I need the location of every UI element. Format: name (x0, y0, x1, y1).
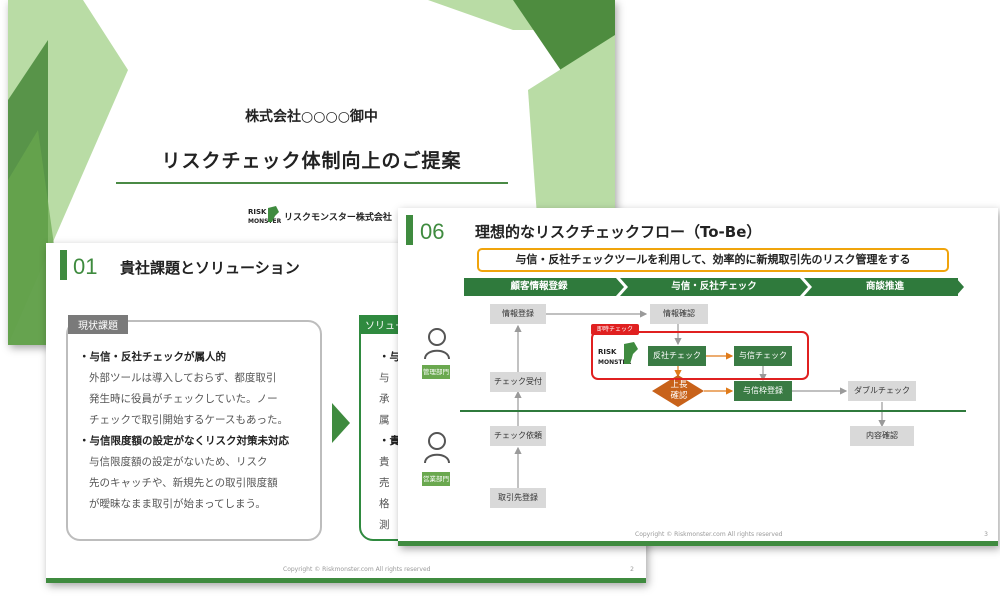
svg-text:RISK: RISK (248, 208, 267, 216)
phase-credit-check: 与信・反社チェック (628, 278, 800, 296)
cover-brand-name: リスクモンスター株式会社 (284, 213, 392, 223)
solution-line: 与 (379, 372, 390, 384)
issue-line: が曖昧なまま取引が始まってしまう。 (89, 498, 266, 510)
copyright: Copyright © Riskmonster.com All rights r… (283, 566, 431, 573)
sales-person-icon (424, 432, 450, 464)
current-issues-list: ・与信・反社チェックが属人的 外部ツールは導入しておらず、都度取引 発生時に役員… (79, 347, 319, 515)
svg-text:RISK: RISK (598, 348, 617, 356)
slide-title: 理想的なリスクチェックフロー（To-Be） (475, 223, 762, 241)
box-credit-check: 与信チェック (734, 346, 792, 366)
svg-text:MONSTER: MONSTER (248, 218, 282, 225)
issue-line: チェックで取引開始するケースもあった。 (89, 414, 288, 426)
box-double-check: ダブルチェック (848, 381, 916, 401)
issue-line: 発生時に役員がチェックしていた。ノー (89, 393, 278, 405)
page-number: 2 (630, 566, 634, 573)
solution-list: ・与 与 承 属 ・貴 貴 売 格 測 (379, 347, 409, 536)
instant-check-frame (591, 331, 809, 380)
solution-line: 測 (379, 519, 390, 531)
box-info-confirm: 情報確認 (650, 304, 708, 324)
admin-person-icon (424, 328, 450, 360)
cover-company: 株式会社○○○○御中 (245, 109, 378, 125)
decision-label-line: 確認 (670, 391, 688, 401)
solution-line: 格 (379, 498, 390, 510)
issue-line: 先のキャッチや、新規先との取引限度額 (89, 477, 278, 489)
page-number: 3 (984, 531, 988, 538)
issue-line: 外部ツールは導入しておらず、都度取引 (89, 372, 277, 384)
arrow-right-icon (332, 403, 350, 443)
solution-line: 売 (379, 477, 390, 489)
current-issues-tag: 現状課題 (68, 315, 128, 334)
section-marker (60, 250, 67, 280)
solution-line: ・貴 (379, 435, 400, 447)
flow-connectors (514, 310, 886, 488)
cover-divider (116, 182, 508, 184)
footer-bar (398, 541, 998, 546)
footer-bar (46, 578, 646, 583)
solution-line: 貴 (379, 456, 390, 468)
cover-title: リスクチェック体制向上のご提案 (161, 150, 462, 172)
slide-title: 貴社課題とソリューション (120, 259, 300, 277)
box-credit-limit-register: 与信枠登録 (734, 381, 792, 401)
role-sales: 営業部門 (422, 472, 450, 486)
flow-slide: 06 理想的なリスクチェックフロー（To-Be） 与信・反社チェックツールを利用… (398, 208, 998, 546)
copyright: Copyright © Riskmonster.com All rights r… (635, 531, 783, 538)
box-info-register: 情報登録 (490, 304, 546, 324)
box-client-register: 取引先登録 (490, 488, 546, 508)
phase-customer-registration: 顧客情報登録 (464, 278, 614, 296)
decision-label-line: 上長 (670, 380, 688, 390)
solution-line: 承 (379, 393, 390, 405)
current-issues-panel (66, 320, 322, 541)
solution-line: 属 (379, 414, 390, 426)
risk-monster-logo-icon: RISK MONSTER (598, 342, 638, 366)
role-admin: 管理部門 (422, 365, 450, 379)
issue-line: 与信限度額の設定がないため、リスク (89, 456, 268, 468)
section-number: 06 (420, 219, 445, 244)
phase-negotiation: 商談推進 (812, 278, 958, 296)
goal-banner: 与信・反社チェックツールを利用して、効率的に新規取引先のリスク管理をする (477, 248, 949, 272)
svg-text:MONSTER: MONSTER (598, 359, 632, 366)
solution-line: ・与 (379, 351, 400, 363)
instant-check-tag: 即時チェック (591, 324, 639, 335)
issue-heading: ・与信限度額の設定がなくリスク対策未対応 (79, 435, 289, 447)
decision-boss-confirm: 上長 確認 (654, 380, 704, 402)
issue-heading: ・与信・反社チェックが属人的 (79, 351, 226, 363)
section-number: 01 (73, 254, 98, 279)
lane-divider (460, 410, 966, 412)
box-check-request: チェック依頼 (490, 426, 546, 446)
box-content-confirm: 内容確認 (850, 426, 914, 446)
risk-monster-logo-icon: RISK MONSTER (248, 206, 282, 225)
box-anti-social-check: 反社チェック (648, 346, 706, 366)
box-check-receive: チェック受付 (490, 372, 546, 392)
section-marker (406, 215, 413, 245)
